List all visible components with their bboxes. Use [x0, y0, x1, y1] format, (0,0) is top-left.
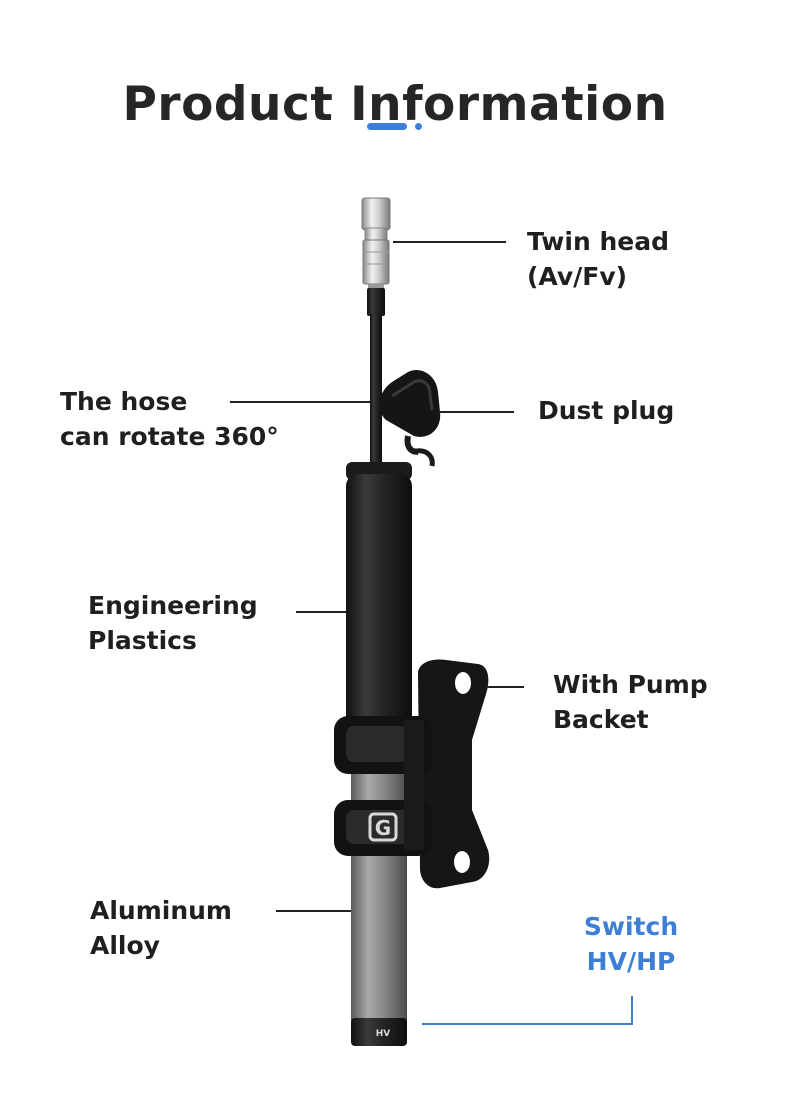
dust-plug-line1: Dust plug [538, 396, 675, 425]
switch-label: Switch HV/HP [578, 909, 684, 979]
hose [370, 314, 382, 466]
twin-head-label: Twin head (Av/Fv) [527, 224, 669, 294]
switch-leader-horizontal [422, 1023, 633, 1025]
switch-leader-vertical [631, 996, 633, 1025]
hose-leader [230, 401, 370, 403]
alloy-line2: Alloy [90, 931, 160, 960]
dust-plug-leader [438, 411, 514, 413]
dust-plug-label: Dust plug [538, 393, 674, 428]
alloy-leader [276, 910, 351, 912]
twin-head-line2: (Av/Fv) [527, 262, 628, 291]
logo-letter: G [375, 816, 391, 840]
switch-cap: HV [351, 1018, 407, 1046]
alloy-label: Aluminum Alloy [90, 893, 232, 963]
plastics-line1: Engineering [88, 591, 258, 620]
twin-head-line1: Twin head [527, 227, 669, 256]
dust-plug [379, 370, 441, 467]
plastics-label: Engineering Plastics [88, 588, 258, 658]
plastics-line2: Plastics [88, 626, 197, 655]
switch-line2: HV/HP [586, 947, 676, 976]
hose-line2: can rotate 360° [60, 422, 279, 451]
twin-head [361, 197, 391, 290]
switch-line1: Switch [583, 912, 679, 941]
pump-bracket [334, 659, 490, 889]
head-collar [367, 288, 385, 316]
hose-label: The hose can rotate 360° [60, 384, 279, 454]
bracket-label: With Pump Backet [553, 667, 708, 737]
bracket-leader [486, 686, 524, 688]
switch-mark: HV [376, 1029, 391, 1039]
bracket-line2: Backet [553, 705, 649, 734]
title-accent-dot [415, 123, 422, 130]
twin-head-leader [393, 241, 506, 243]
alloy-line1: Aluminum [90, 896, 232, 925]
hose-line1: The hose [60, 387, 188, 416]
brand-logo-badge: G [368, 812, 398, 842]
bracket-line1: With Pump [553, 670, 708, 699]
title-accent-dash [367, 123, 407, 130]
pump-body-plastic [346, 462, 412, 774]
plastics-leader [296, 611, 346, 613]
